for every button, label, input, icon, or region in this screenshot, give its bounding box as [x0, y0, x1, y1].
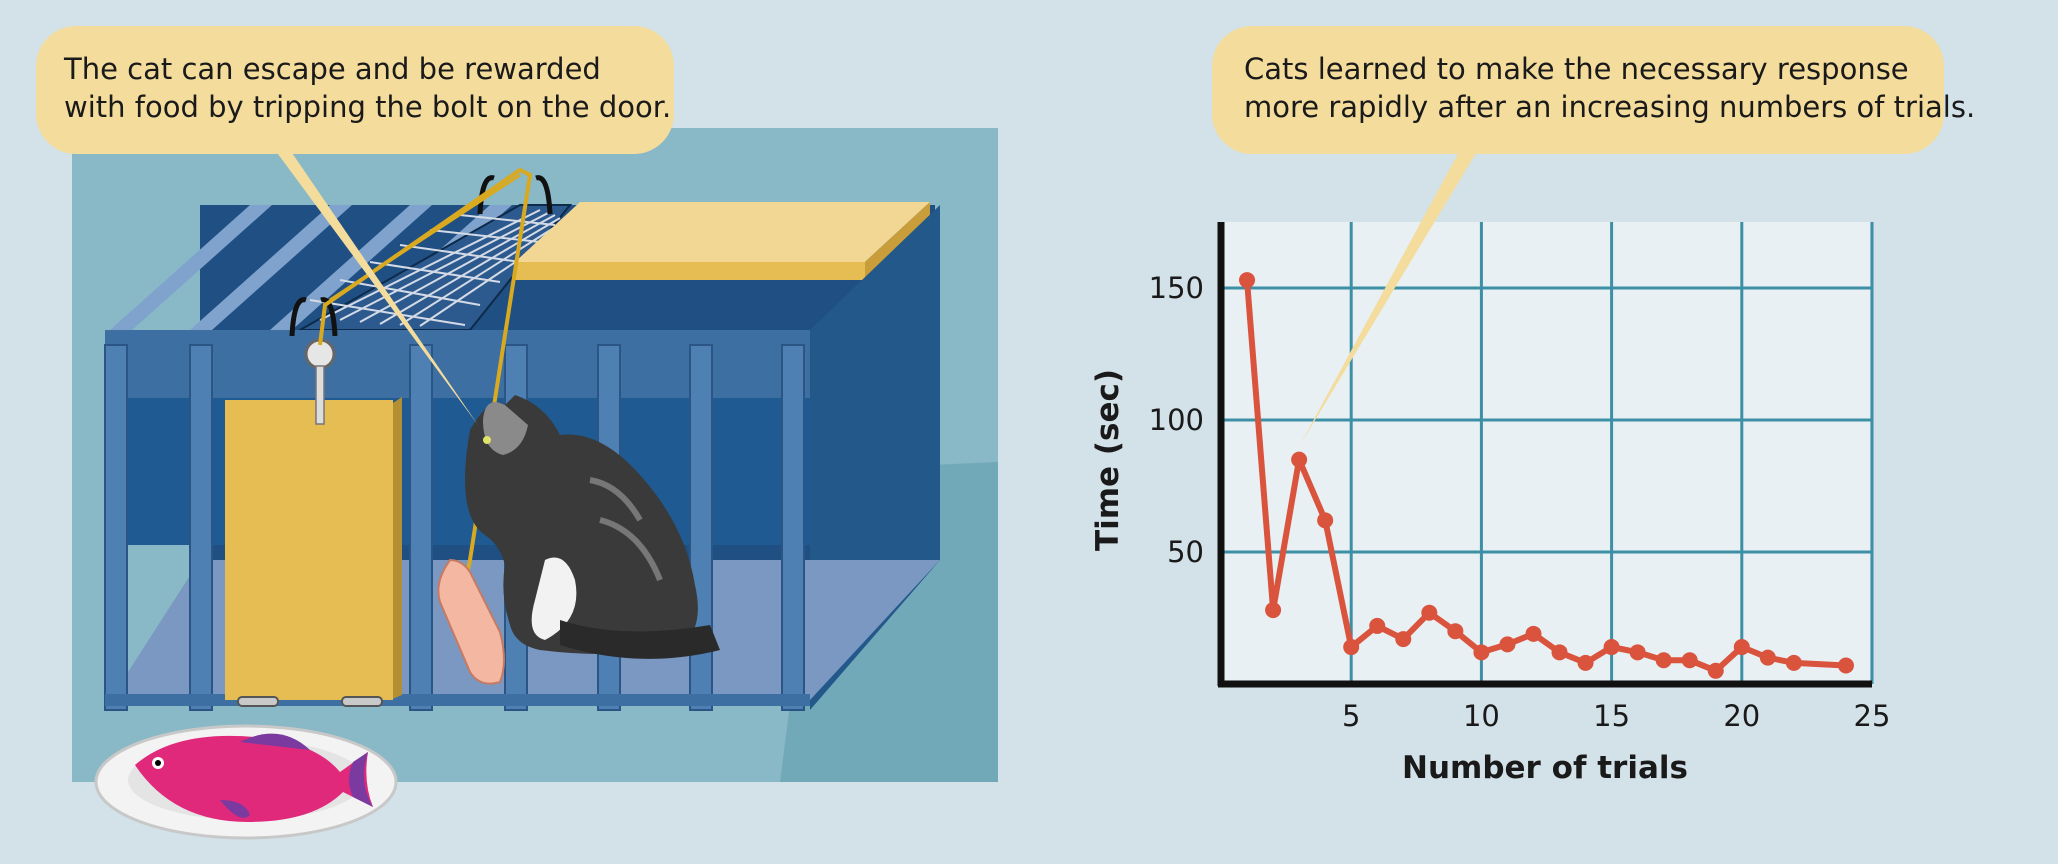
data-point [1577, 654, 1594, 671]
treadle [437, 558, 505, 685]
cat [465, 395, 720, 659]
bolt-pin [315, 365, 325, 425]
data-point [1759, 649, 1776, 666]
cage-lid-side [865, 202, 930, 280]
x-tick-label: 10 [1463, 699, 1500, 733]
data-point [1655, 652, 1672, 669]
data-point [1681, 652, 1698, 669]
y-axis-title: Time (sec) [1090, 369, 1126, 551]
plot-area [1220, 222, 1870, 684]
door-hinge-right [341, 696, 383, 707]
fish [135, 733, 373, 822]
data-point [1421, 604, 1438, 621]
y-tick-label: 150 [1149, 271, 1204, 305]
callout-graph: Cats learned to make the necessary respo… [1212, 26, 1976, 154]
data-point [1265, 602, 1282, 619]
data-point [1395, 631, 1412, 648]
data-point [1343, 639, 1360, 656]
rope [318, 167, 533, 611]
data-point [1473, 644, 1490, 661]
x-tick-label: 15 [1593, 699, 1630, 733]
x-axis-title: Number of trials [1402, 750, 1688, 786]
x-tick-label: 20 [1723, 699, 1760, 733]
callout-graph-line1: Cats learned to make the necessary respo… [1244, 52, 1909, 86]
x-tick-labels: 5 10 15 20 25 [1342, 699, 1890, 733]
wire-mesh [296, 204, 573, 331]
data-point [1447, 623, 1464, 640]
data-point [1317, 512, 1334, 529]
data-points [1239, 272, 1854, 679]
data-point [1707, 662, 1724, 679]
data-point [1525, 625, 1542, 642]
callout-box-line2: with food by tripping the bolt on the do… [64, 90, 672, 124]
callout-box: The cat can escape and be rewarded with … [36, 26, 674, 154]
callout-pointer-right [1300, 150, 1478, 445]
pulley-left [289, 297, 338, 337]
x-tick-label: 5 [1342, 699, 1360, 733]
cage-door [225, 400, 393, 700]
data-point [1785, 654, 1802, 671]
data-point [1629, 644, 1646, 661]
data-point [1733, 639, 1750, 656]
data-point [1551, 644, 1568, 661]
data-point [1291, 451, 1308, 468]
y-tick-label: 50 [1167, 535, 1204, 569]
door-hinge-left [237, 696, 279, 707]
rope-second-strand [329, 173, 521, 302]
callout-pointer-left [275, 150, 478, 425]
pulley-top [477, 175, 553, 215]
x-tick-label: 25 [1854, 699, 1891, 733]
data-point [1239, 272, 1256, 289]
callout-graph-line2: more rapidly after an increasing numbers… [1244, 90, 1976, 124]
data-point [1499, 636, 1516, 653]
y-tick-label: 100 [1149, 403, 1204, 437]
y-tick-labels: 50 100 150 [1149, 271, 1204, 569]
cage-lid-edge [515, 262, 865, 280]
cage-lid [515, 202, 930, 262]
data-point [1603, 639, 1620, 656]
data-point [1369, 617, 1386, 634]
callout-box-line1: The cat can escape and be rewarded [64, 52, 601, 86]
data-point [1837, 657, 1854, 674]
